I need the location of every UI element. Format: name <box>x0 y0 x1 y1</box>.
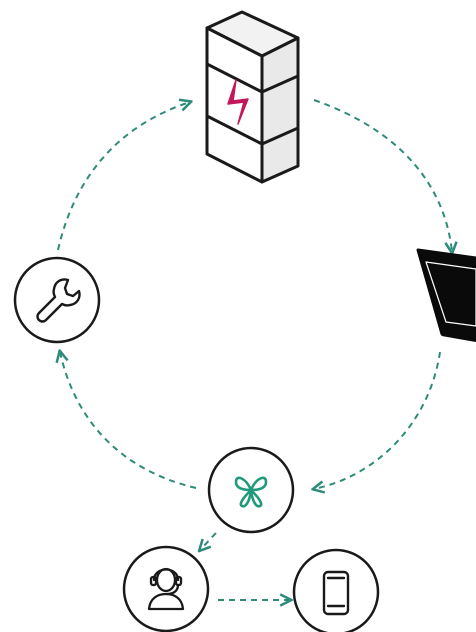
battery-cabinet-icon <box>207 12 298 182</box>
connector-cloud-to-maintenance <box>60 352 196 488</box>
connector-battery-to-solar <box>314 100 452 252</box>
cloud-service-node <box>209 448 293 532</box>
connector-cloud-to-support <box>200 533 216 550</box>
support-node <box>124 547 208 631</box>
connector-maintenance-to-battery <box>58 102 190 250</box>
maintenance-node <box>15 258 99 342</box>
connector-solar-to-cloud <box>314 352 440 489</box>
mobile-app-node <box>294 550 378 632</box>
solar-panel-icon <box>418 250 476 340</box>
